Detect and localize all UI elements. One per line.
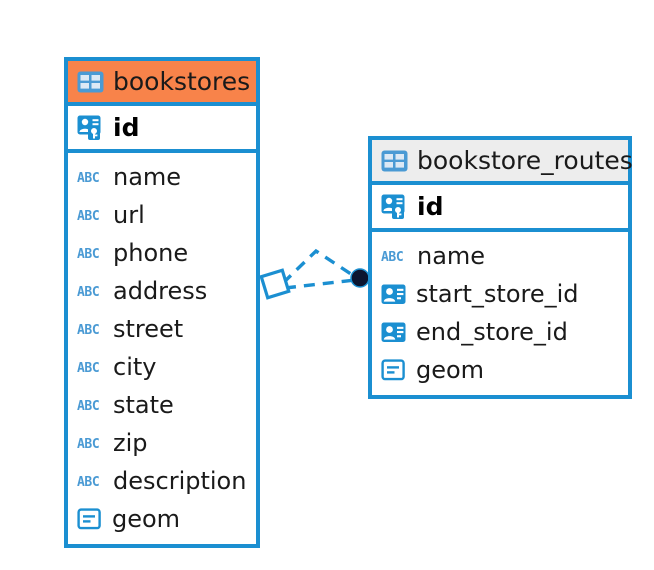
primary-key-row-bookstores[interactable]: id [68, 106, 256, 153]
field-label: address [113, 277, 208, 305]
field-label: geom [112, 505, 181, 533]
geometry-type-icon [77, 507, 104, 531]
entity-table-bookstores[interactable]: bookstores id [64, 57, 260, 548]
field-row-name[interactable]: ABC name [68, 158, 256, 196]
field-row-address[interactable]: ABC address [68, 272, 256, 310]
field-label: description [113, 467, 247, 495]
table-icon [381, 150, 408, 172]
svg-text:ABC: ABC [77, 323, 99, 336]
relationship-line-upper [281, 248, 358, 285]
foreign-key-icon [381, 321, 408, 343]
field-row-street[interactable]: ABC street [68, 310, 256, 348]
field-row-url[interactable]: ABC url [68, 196, 256, 234]
relationship-line-lower [284, 278, 356, 290]
text-type-icon: ABC [77, 432, 105, 454]
field-label: geom [416, 356, 485, 384]
field-label: phone [113, 239, 189, 267]
entity-title-label: bookstores [113, 67, 251, 96]
field-label: name [417, 242, 486, 270]
field-label: url [113, 201, 145, 229]
entity-header-bookstore-routes[interactable]: bookstore_routes [372, 140, 633, 185]
field-row-state[interactable]: ABC state [68, 386, 256, 424]
field-label: start_store_id [416, 280, 579, 308]
svg-text:ABC: ABC [77, 247, 99, 260]
svg-text:ABC: ABC [77, 285, 99, 298]
svg-text:ABC: ABC [381, 250, 403, 263]
field-row-name[interactable]: ABC name [372, 237, 628, 275]
field-label: state [113, 391, 174, 419]
field-row-description[interactable]: ABC description [68, 462, 256, 500]
field-row-geom[interactable]: geom [372, 351, 628, 389]
svg-text:ABC: ABC [77, 171, 99, 184]
primary-key-row-bookstore-routes[interactable]: id [372, 185, 628, 232]
field-row-end-store-id[interactable]: end_store_id [372, 313, 628, 351]
primary-key-icon [381, 194, 409, 220]
primary-key-label: id [417, 192, 444, 221]
field-label: zip [113, 429, 148, 457]
text-type-icon: ABC [77, 318, 105, 340]
text-type-icon: ABC [77, 470, 105, 492]
geometry-type-icon [381, 358, 408, 382]
text-type-icon: ABC [77, 242, 105, 264]
text-type-icon: ABC [77, 204, 105, 226]
text-type-icon: ABC [77, 166, 105, 188]
field-row-phone[interactable]: ABC phone [68, 234, 256, 272]
svg-text:ABC: ABC [77, 399, 99, 412]
text-type-icon: ABC [77, 356, 105, 378]
table-icon [77, 71, 104, 93]
svg-text:ABC: ABC [77, 475, 99, 488]
text-type-icon: ABC [381, 245, 409, 267]
field-label: street [113, 315, 184, 343]
svg-text:ABC: ABC [77, 437, 99, 450]
field-row-start-store-id[interactable]: start_store_id [372, 275, 628, 313]
field-row-zip[interactable]: ABC zip [68, 424, 256, 462]
foreign-key-icon [381, 283, 408, 305]
text-type-icon: ABC [77, 394, 105, 416]
diamond-outline-marker [259, 268, 291, 300]
entity-title-label: bookstore_routes [417, 146, 633, 175]
entity-table-bookstore-routes[interactable]: bookstore_routes id [368, 136, 633, 399]
field-list-bookstore-routes: ABC name start_store_id [372, 232, 628, 395]
field-row-city[interactable]: ABC city [68, 348, 256, 386]
svg-text:ABC: ABC [77, 361, 99, 374]
primary-key-label: id [113, 113, 140, 142]
field-label: end_store_id [416, 318, 568, 346]
field-label: city [113, 353, 157, 381]
field-list-bookstores: ABC name ABC url ABC p [68, 153, 256, 544]
field-row-geom[interactable]: geom [68, 500, 256, 538]
filled-circle-marker [350, 268, 370, 288]
svg-text:ABC: ABC [77, 209, 99, 222]
text-type-icon: ABC [77, 280, 105, 302]
entity-header-bookstores[interactable]: bookstores [68, 61, 256, 106]
field-label: name [113, 163, 182, 191]
primary-key-icon [77, 115, 105, 141]
